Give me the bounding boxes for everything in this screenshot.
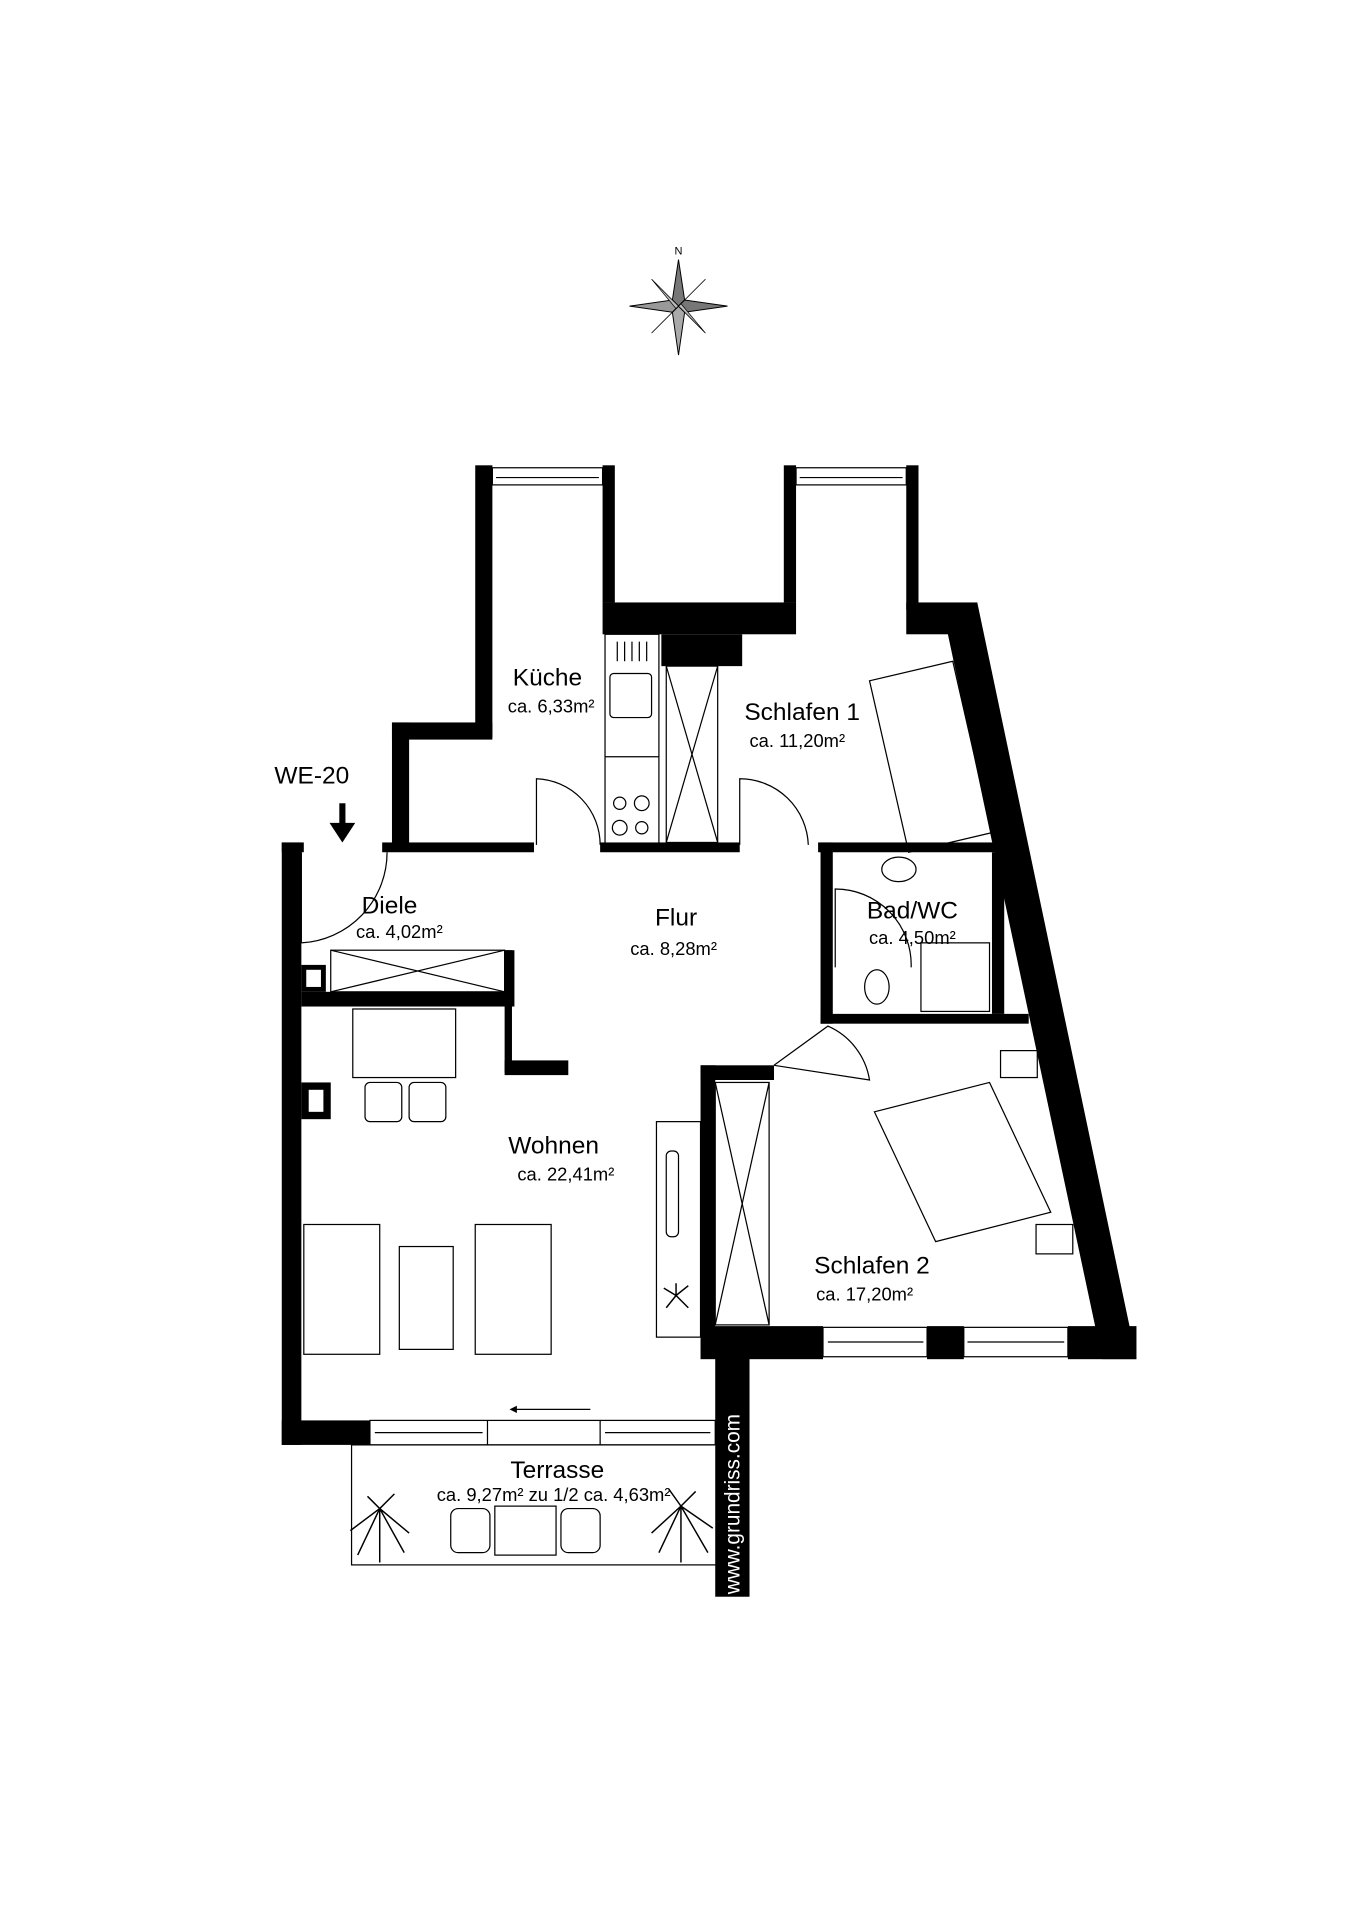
room-area-terrasse: ca. 9,27m² zu 1/2 ca. 4,63m² [437,1484,671,1505]
room-area-wohnen: ca. 22,41m² [517,1163,614,1184]
room-area-schlafen-1: ca. 11,20m² [749,730,845,751]
north-label: N [675,246,683,258]
plant-icon [349,1283,714,1563]
room-name-wohnen: Wohnen [508,1132,599,1159]
kitchen-counter [604,633,719,846]
room-area-kueche: ca. 6,33m² [508,696,595,717]
wall-holes [303,840,819,1112]
room-name-flur: Flur [655,905,697,932]
entrance-arrow-icon [329,803,356,843]
room-name-terrasse: Terrasse [510,1457,604,1484]
room-name-diele: Diele [362,892,418,919]
room-name-bad-wc: Bad/WC [867,897,958,924]
watermark: www.grundriss.com [722,1414,745,1595]
walls [281,465,1137,1597]
compass-rose-icon: N [629,246,728,356]
room-name-kueche: Küche [513,665,582,692]
room-area-flur: ca. 8,28m² [630,938,717,959]
room-area-diele: ca. 4,02m² [356,921,443,942]
unit-label: WE-20 [274,763,349,790]
room-name-schlafen-1: Schlafen 1 [744,699,860,726]
room-area-bad-wc: ca. 4,50m² [869,927,956,948]
doors [300,778,912,1081]
room-name-schlafen-2: Schlafen 2 [814,1252,930,1279]
furniture [303,660,1074,1566]
room-area-schlafen-2: ca. 17,20m² [816,1283,913,1304]
